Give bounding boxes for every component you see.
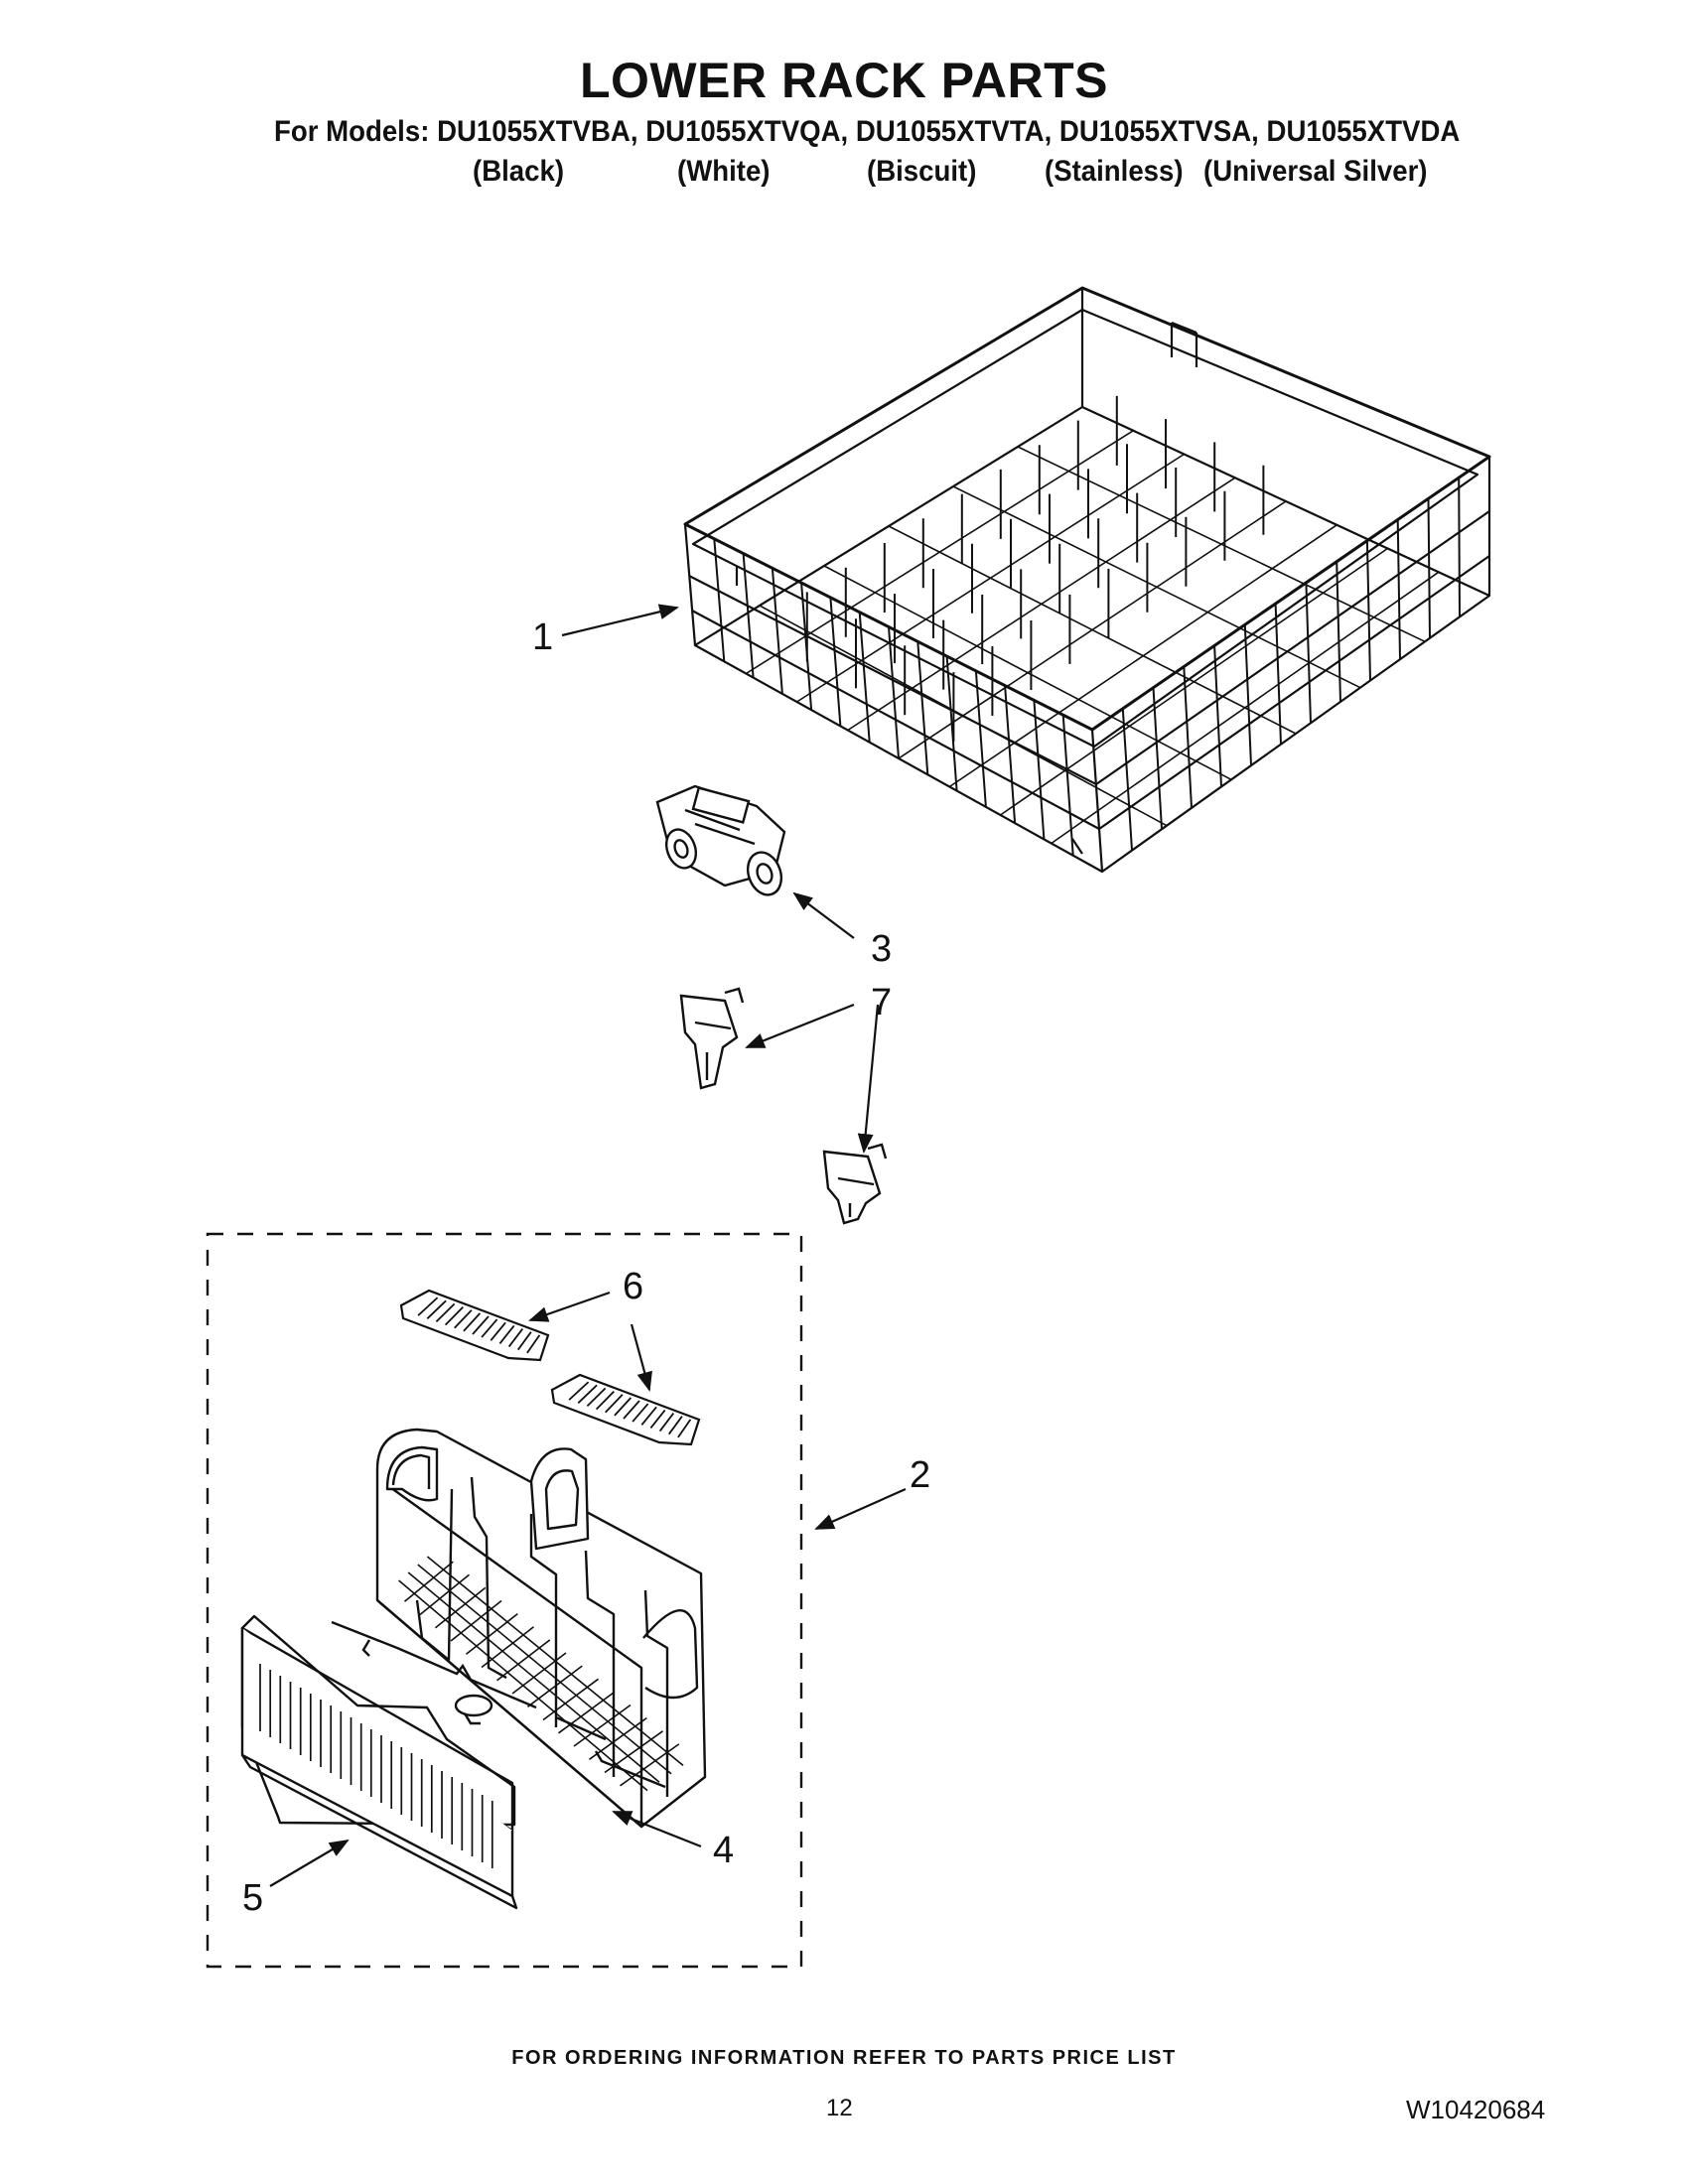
silverware-basket [375,1428,707,1829]
hinge-rod [331,1620,666,1789]
basket-kit-boundary [206,1232,803,1969]
basket-cover-grid-top [399,1289,550,1362]
callout-3: 3 [871,928,892,970]
wheel-carrier [655,784,786,896]
ordering-note: FOR ORDERING INFORMATION REFER TO PARTS … [511,2047,1177,2069]
callout-2: 2 [910,1454,930,1496]
leader-lines [269,604,907,1887]
page-number: 12 [826,2095,853,2121]
color-stainless: (Stainless) [1045,155,1184,188]
basket-cover-grid-bottom [550,1373,701,1446]
color-biscuit: (Biscuit) [867,155,977,188]
color-black: (Black) [473,155,565,188]
color-white: (White) [677,155,771,188]
basket-lid [240,1614,518,1910]
page-title: LOWER RACK PARTS [579,53,1109,108]
rack-clip-left [679,987,745,1090]
rack-clip-right [822,1143,888,1225]
color-universal-silver: (Universal Silver) [1203,155,1428,188]
model-list: For Models: DU1055XTVBA, DU1055XTVQA, DU… [274,115,1461,148]
lower-rack-basket [683,286,1491,874]
callout-7: 7 [871,982,892,1024]
document-number: W10420684 [1406,2095,1546,2124]
callout-4: 4 [713,1830,734,1871]
callout-6: 6 [623,1266,643,1307]
callout-1: 1 [532,616,553,658]
callout-5: 5 [242,1877,263,1919]
